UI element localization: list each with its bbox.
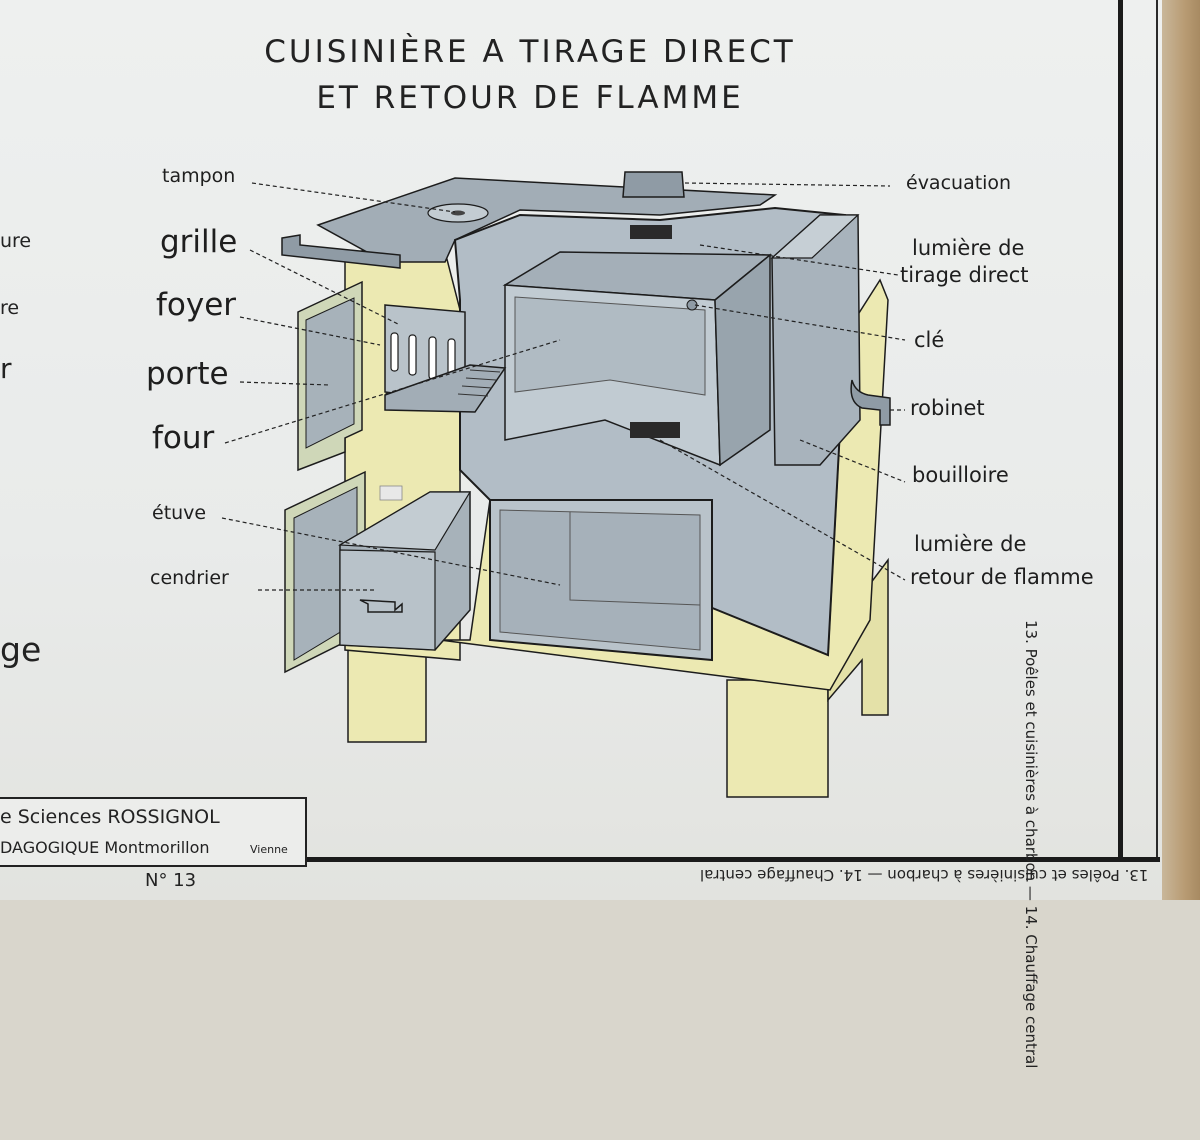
- frame-border-right-outer: [1156, 0, 1158, 862]
- label-porte: porte: [146, 356, 229, 392]
- publisher-box: [0, 797, 307, 867]
- evacuation-outlet: [622, 171, 685, 198]
- stove-diagram: [221, 171, 906, 798]
- leader-lines: [221, 182, 906, 591]
- oven-interior: [514, 296, 706, 396]
- board-edge: [1162, 0, 1200, 900]
- title-line-1: CUISINIÈRE A TIRAGE DIRECT: [264, 34, 796, 70]
- frame-border-bottom: [0, 857, 1160, 862]
- tap: [850, 379, 891, 426]
- publisher-region: Vienne: [250, 843, 288, 856]
- direct-draft-opening: [630, 225, 672, 239]
- label-lumiere-retour-2: retour de flamme: [910, 565, 1094, 589]
- label-cendrier: cendrier: [150, 567, 229, 589]
- ash-drawer-handle: [359, 599, 403, 613]
- label-bouilloire: bouilloire: [912, 463, 1009, 487]
- footer-inverted-text: 13. Poêles et cuisinières à charbon — 14…: [700, 866, 1149, 884]
- publisher-line-2: DAGOGIQUE Montmorillon: [0, 838, 210, 857]
- plate-number: N° 13: [145, 870, 197, 891]
- firebox-door-panel: [305, 297, 355, 449]
- ash-opening: [379, 485, 403, 501]
- publisher-line-1: e Sciences ROSSIGNOL: [0, 806, 220, 828]
- label-grille: grille: [160, 224, 238, 260]
- partial-text-2: re: [0, 297, 20, 319]
- label-cle: clé: [914, 328, 945, 352]
- label-tampon: tampon: [162, 165, 236, 187]
- ash-drawer-front: [339, 549, 436, 651]
- label-etuve: étuve: [152, 502, 207, 524]
- cooking-top: [316, 177, 778, 263]
- return-flame-opening: [630, 422, 680, 438]
- label-lumiere-tirage-2: tirage direct: [900, 263, 1029, 287]
- firebox-slot-1: [390, 332, 399, 372]
- front-right-leg: [726, 679, 829, 798]
- rail-handle: [281, 234, 401, 269]
- label-robinet: robinet: [910, 396, 985, 420]
- firebox-slot-2: [408, 334, 417, 376]
- title-line-2: ET RETOUR DE FLAMME: [316, 80, 744, 116]
- frame-border-right: [1118, 0, 1123, 862]
- label-foyer: foyer: [156, 287, 237, 323]
- warming-oven-edges: [569, 512, 701, 606]
- grate: [384, 364, 507, 413]
- label-lumiere-tirage-1: lumière de: [912, 236, 1025, 260]
- grate-bars: [457, 369, 501, 397]
- boiler-top: [770, 214, 860, 259]
- partial-text-4: ge: [0, 630, 42, 669]
- label-lumiere-retour-1: lumière de: [914, 532, 1027, 556]
- label-evacuation: évacuation: [906, 172, 1012, 194]
- ash-drawer-top: [337, 491, 472, 551]
- side-vertical-text: 13. Poêles et cuisinières à charbon — 14…: [1022, 620, 1040, 1069]
- label-four: four: [152, 420, 215, 456]
- warming-oven-interior: [499, 509, 701, 651]
- firebox-slot-3: [428, 336, 437, 380]
- partial-text-1: ure: [0, 230, 32, 252]
- oven-side: [714, 253, 771, 467]
- partial-text-3: r: [0, 352, 12, 385]
